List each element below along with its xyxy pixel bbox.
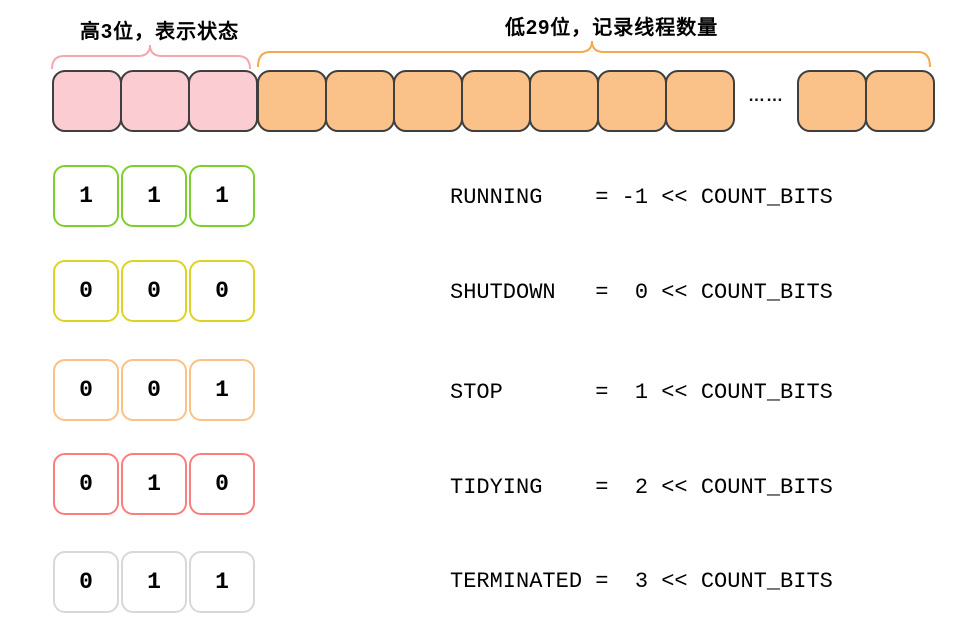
bit-value-cell: 1 [189,165,255,227]
bit-cell-count [257,70,327,132]
bit-value-cell: 1 [121,165,187,227]
bit-cell-count [461,70,531,132]
bit-cell-state [188,70,258,132]
bit-value-cell: 1 [121,551,187,613]
bit-cell-count [665,70,735,132]
bit-value-cell: 0 [189,260,255,322]
bit-value-cell: 1 [189,359,255,421]
bit-value-cell: 0 [189,453,255,515]
high-bit-cells [52,70,258,132]
bit-cell-count [529,70,599,132]
low-bit-cells-leading [257,70,735,132]
bit-value-cell: 1 [189,551,255,613]
bit-value-cell: 0 [53,359,119,421]
bit-cell-count [865,70,935,132]
bit-value-cell: 1 [53,165,119,227]
bit-value-cell: 0 [53,260,119,322]
bit-value-cell: 0 [53,551,119,613]
low-bits-brace [257,40,931,68]
bit-value-cell: 0 [53,453,119,515]
bit-cells-ellipsis: …… [748,86,784,105]
bit-cell-state [52,70,122,132]
state-code-running: RUNNING = -1 << COUNT_BITS [450,185,833,210]
bit-cell-count [797,70,867,132]
brace-overlay [51,40,931,70]
bit-value-cell: 0 [121,359,187,421]
state-code-tidying: TIDYING = 2 << COUNT_BITS [450,475,833,500]
bit-cell-count [597,70,667,132]
state-code-terminated: TERMINATED = 3 << COUNT_BITS [450,569,833,594]
high-bits-label: 高3位，表示状态 [80,21,240,43]
state-code-shutdown: SHUTDOWN = 0 << COUNT_BITS [450,280,833,305]
bit-cell-count [325,70,395,132]
low-bits-label: 低29位，记录线程数量 [505,17,719,39]
bit-cell-state [120,70,190,132]
low-bit-cells-trailing [797,70,935,132]
bit-value-cell: 1 [121,453,187,515]
state-code-stop: STOP = 1 << COUNT_BITS [450,380,833,405]
high-bits-brace [51,44,251,70]
bit-cell-count [393,70,463,132]
bit-value-cell: 0 [121,260,187,322]
